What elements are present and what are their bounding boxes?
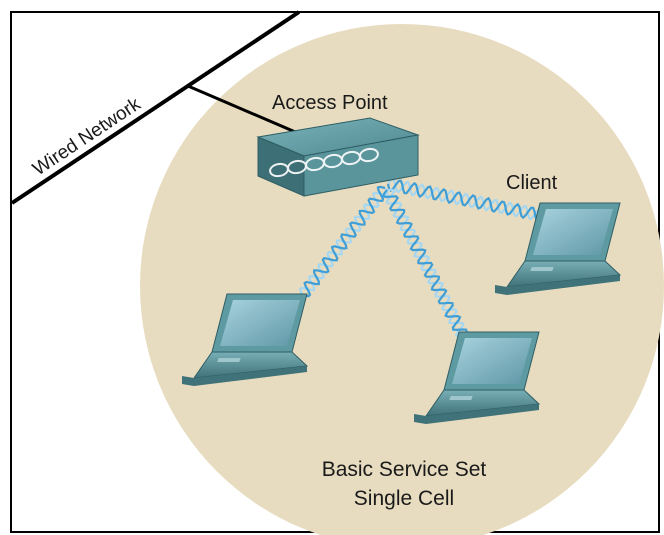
wireless-signal-icon: [387, 177, 542, 221]
wireless-signals: [298, 177, 542, 338]
uplink-cable: [187, 84, 301, 136]
wired-network-line: [10, 10, 301, 205]
wireless-signal-icon: [299, 185, 386, 298]
laptop-icon: [414, 331, 541, 424]
client-label: Client: [506, 172, 558, 194]
bss-label-line2: Single Cell: [354, 487, 454, 510]
bss-label-line1: Basic Service Set: [322, 458, 487, 481]
access-point-icon: [256, 117, 420, 197]
wireless-signal-icon: [382, 189, 468, 332]
wireless-signal-icon: [386, 179, 540, 222]
access-point-label: Access Point: [272, 92, 388, 114]
laptop-icon: [495, 202, 622, 295]
laptop-icon: [182, 293, 309, 386]
